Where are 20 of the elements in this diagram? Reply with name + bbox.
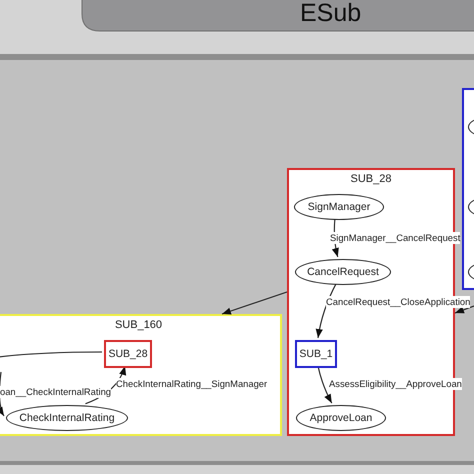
box-node: SUB_1 — [295, 340, 337, 368]
arrow — [454, 305, 474, 314]
arrow — [222, 291, 288, 315]
cluster-label: SUB_28 — [350, 173, 392, 185]
ellipse-node: CancelRequest — [295, 259, 391, 285]
ellipse-node: ApproveLoan — [296, 405, 386, 431]
edge-label: oan__CheckInternalRating — [0, 386, 112, 398]
diagram-title: ESub — [300, 0, 362, 28]
arrow — [0, 372, 4, 416]
edge-label: CheckInternalRating__SignManager — [116, 378, 268, 390]
cluster-label: SUB_160 — [114, 319, 164, 331]
edge-label: SignManager__CancelRequest — [330, 232, 460, 244]
ellipse-node: SignManager — [294, 194, 384, 220]
connector-line — [0, 351, 102, 358]
edge-label: AssessEligibility__ApproveLoan — [329, 378, 462, 390]
arrow — [317, 366, 332, 404]
edge-label: CancelRequest__CloseApplication — [326, 296, 470, 308]
ellipse-node: CheckInternalRating — [6, 405, 128, 431]
cluster-frame — [0, 314, 282, 436]
box-node: SUB_28 — [104, 340, 152, 368]
